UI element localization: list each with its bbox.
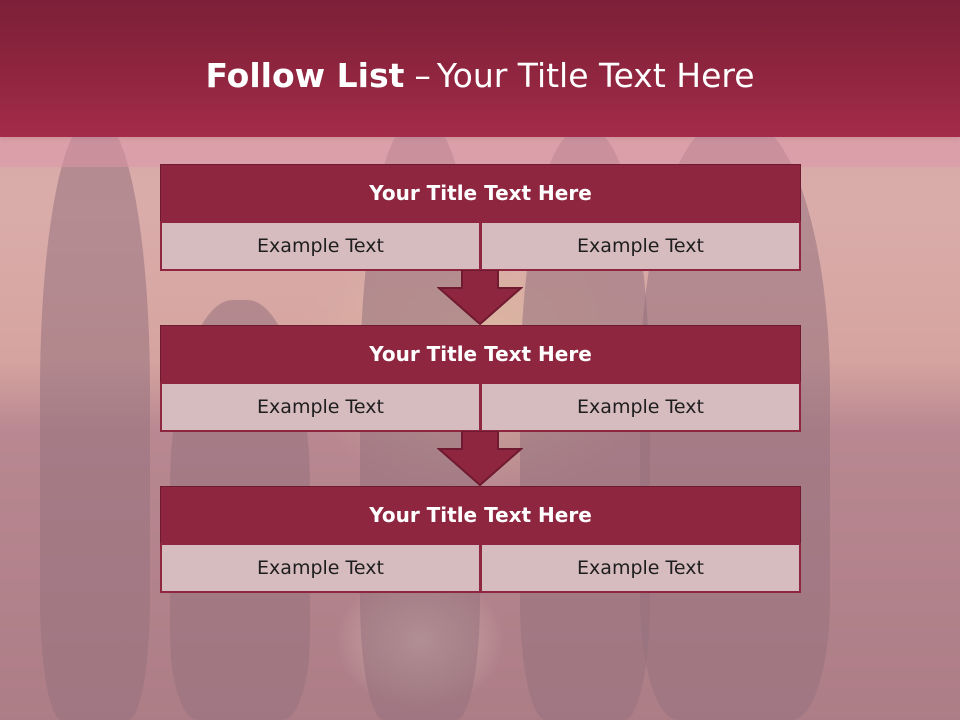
block-title[interactable]: Your Title Text Here xyxy=(160,325,801,383)
block-title[interactable]: Your Title Text Here xyxy=(160,486,801,544)
block-cell-left[interactable]: Example Text xyxy=(160,221,481,271)
block-cell-right[interactable]: Example Text xyxy=(480,543,801,593)
slide-title-bold: Follow List xyxy=(205,56,405,95)
block-cell-right[interactable]: Example Text xyxy=(480,221,801,271)
block-cell-left[interactable]: Example Text xyxy=(160,543,481,593)
block-title[interactable]: Your Title Text Here xyxy=(160,164,801,222)
slide-title-separator: – xyxy=(414,56,431,95)
down-arrow xyxy=(437,431,523,487)
block-cell-right[interactable]: Example Text xyxy=(480,382,801,432)
header-band xyxy=(0,0,960,137)
down-arrow xyxy=(437,270,523,326)
slide-title-text: Your Title Text Here xyxy=(436,56,755,95)
header-subband xyxy=(0,137,960,167)
block-cell-left[interactable]: Example Text xyxy=(160,382,481,432)
slide-title[interactable]: Follow List–Your Title Text Here xyxy=(0,54,960,98)
